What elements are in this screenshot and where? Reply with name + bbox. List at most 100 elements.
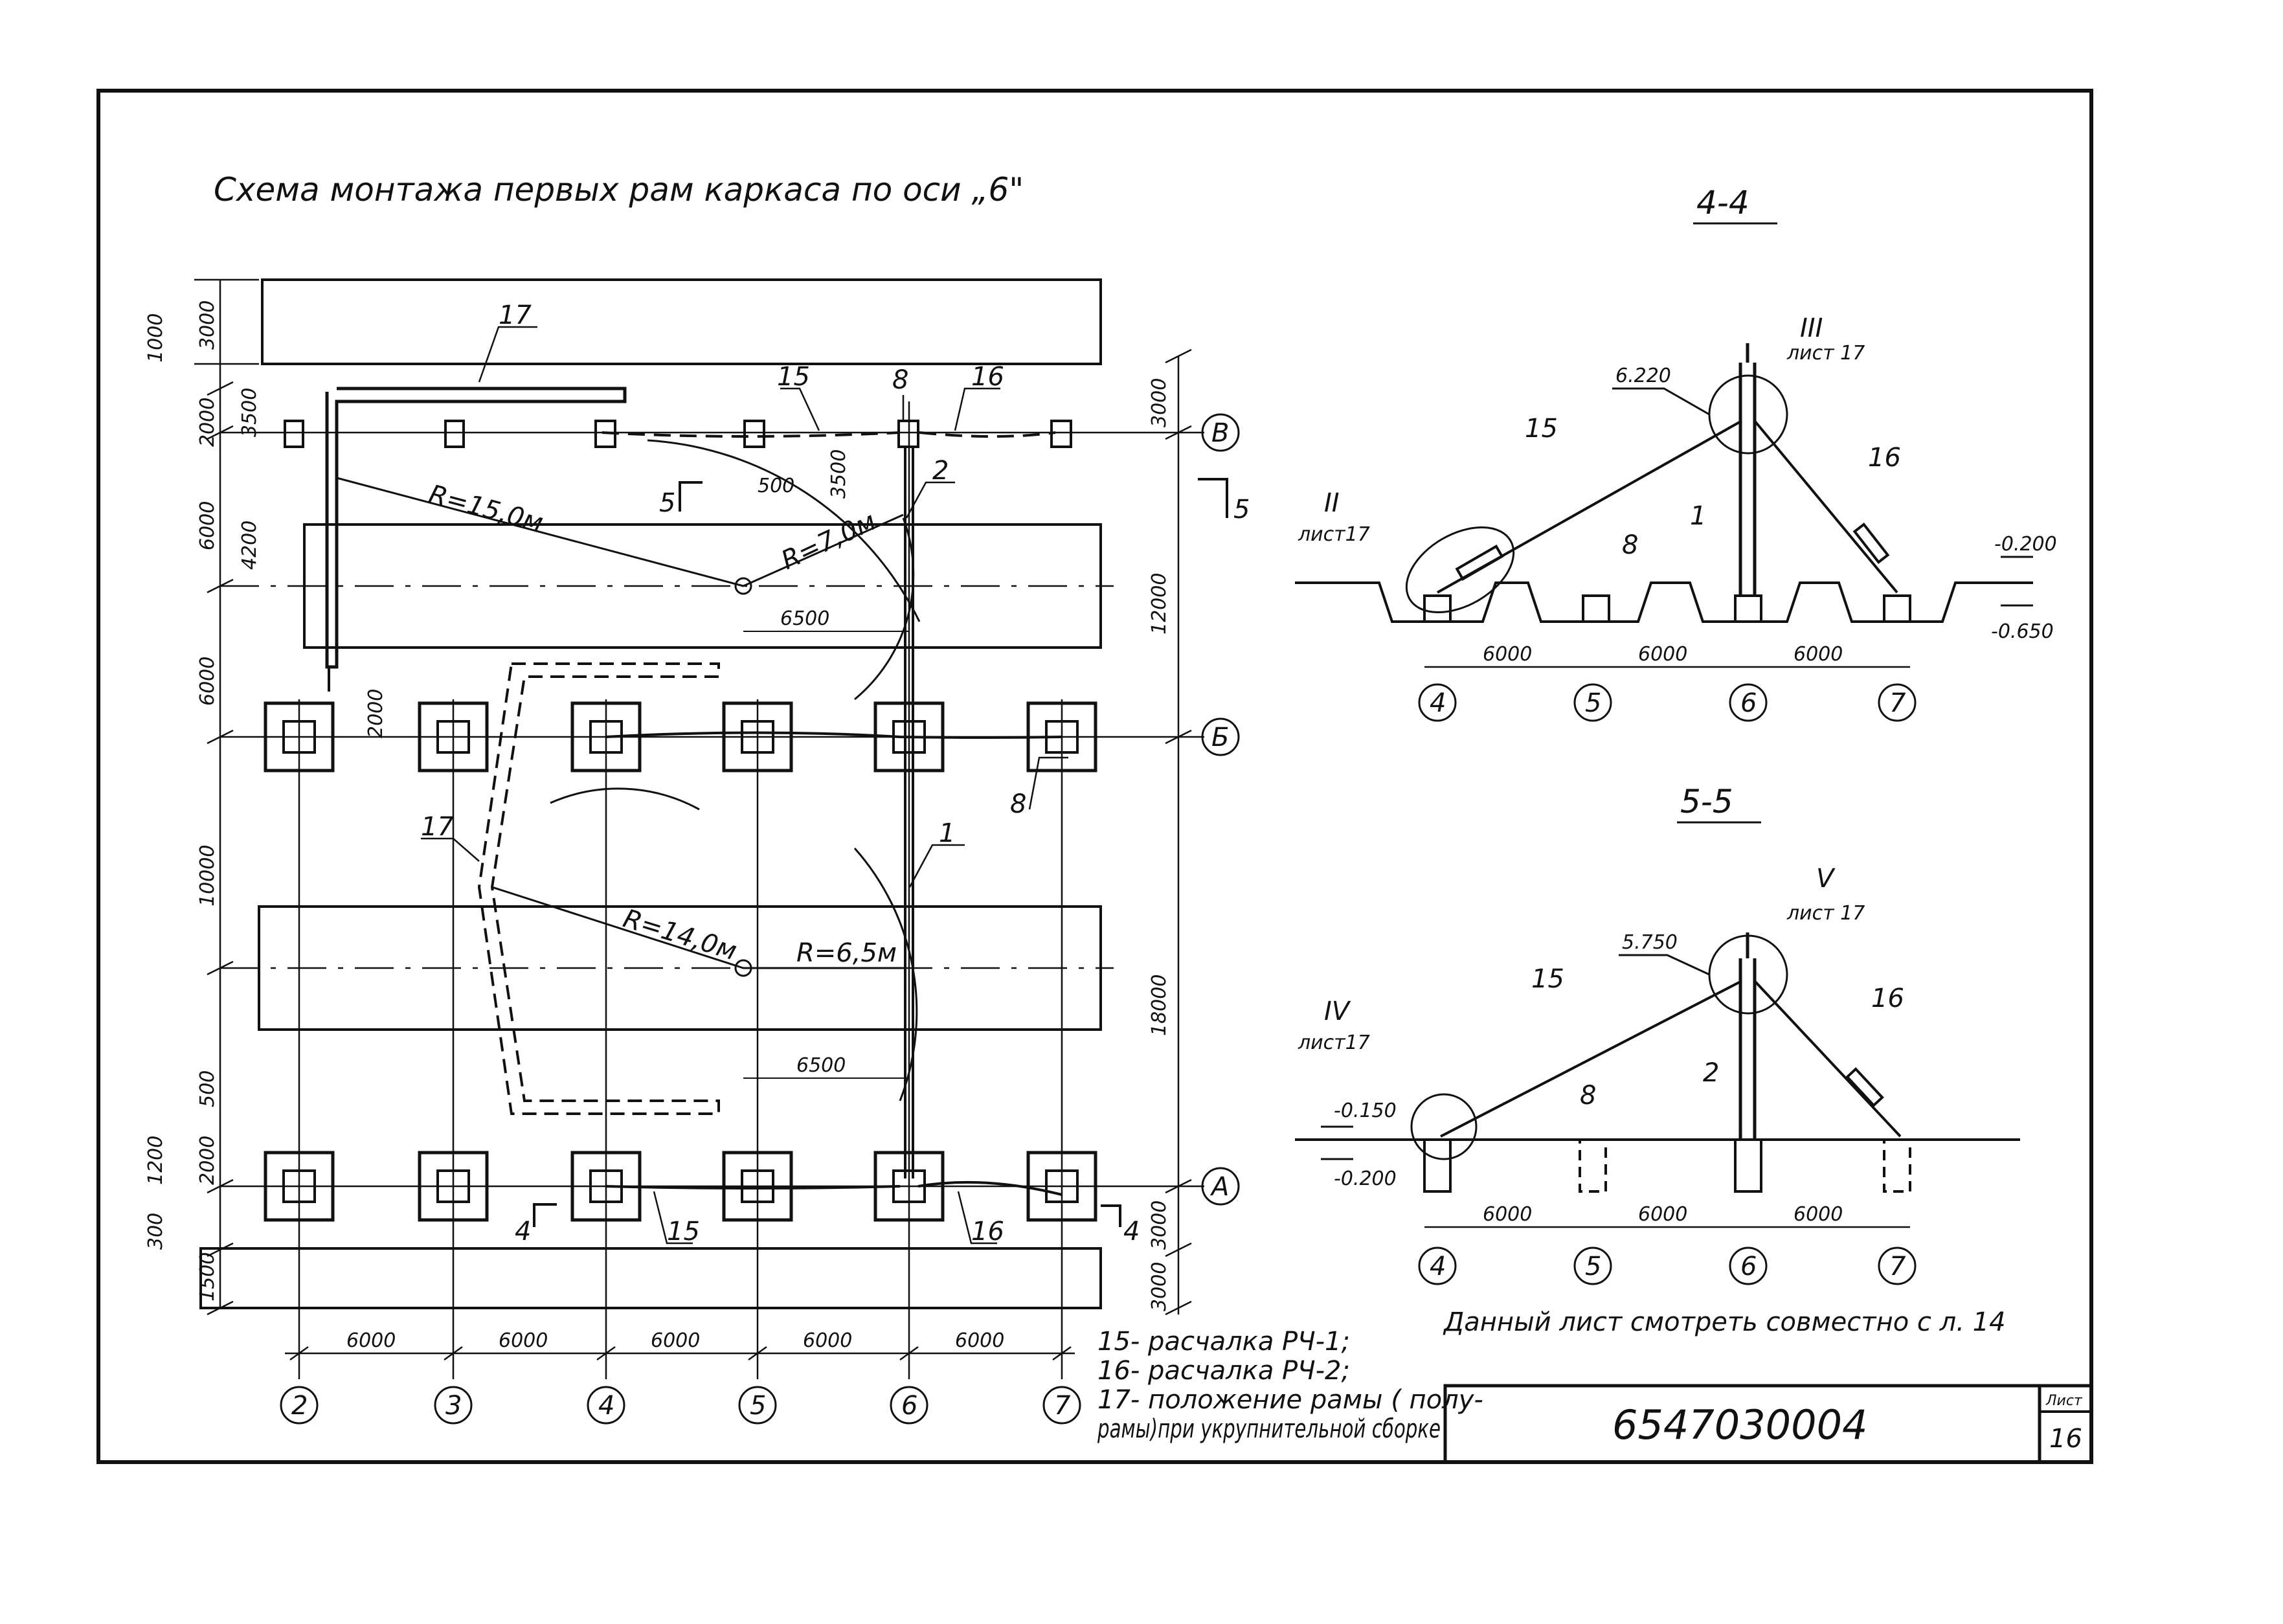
- sec4-axis-5: 5: [1585, 688, 1601, 718]
- sec4-axis-6: 6: [1740, 688, 1757, 718]
- node-top-ref-5: лист 17: [1786, 902, 1865, 925]
- arc-r7: [854, 517, 915, 701]
- leader-2: 2: [932, 456, 949, 486]
- leader-8-mid: 8: [1010, 789, 1026, 819]
- brace-right-4: 16: [1868, 443, 1901, 473]
- leader-16-top: 16: [971, 362, 1004, 392]
- footing-socket: [436, 720, 470, 754]
- section-5-title: 5-5: [1680, 783, 1733, 820]
- axis-bubble-6: 6: [901, 1391, 917, 1421]
- footing-socket: [282, 720, 316, 754]
- footing-large: [570, 701, 642, 773]
- section-mark-5: 5: [659, 488, 675, 518]
- frame-17-top: [325, 387, 627, 692]
- leader-15-bot: 15: [667, 1217, 700, 1246]
- footing-large: [722, 1151, 793, 1222]
- dim-6500-top: 6500: [780, 607, 829, 630]
- elev-right-1-4: -0.200: [1994, 533, 2057, 556]
- arc-r65: [853, 848, 918, 1101]
- footing-4: 8: [1622, 530, 1638, 560]
- arc-r14: [550, 787, 700, 811]
- sec5-axis-4: 4: [1430, 1252, 1446, 1281]
- elev-right-2-4: -0.650: [1991, 620, 2054, 643]
- page-title: Схема монтажа первых рам каркаса по оси …: [214, 171, 1024, 209]
- radius-label-7: R=7,0м: [777, 506, 881, 576]
- brace-left-4: 15: [1525, 414, 1558, 444]
- footing-small: [444, 420, 465, 448]
- section-4-4: 4-4 6.220 -0.200 -0.650 II: [1295, 184, 2057, 722]
- legend-line-4: рамы)при укрупнительной сборке: [1097, 1414, 1441, 1444]
- sheet-number: 16: [2049, 1424, 2082, 1454]
- brace-15-bot: [605, 1185, 901, 1190]
- node-left-ref-5: лист17: [1298, 1032, 1370, 1054]
- dim-left-1200: 1200: [144, 1136, 167, 1185]
- sec5-axis-6: 6: [1740, 1252, 1757, 1281]
- brace-right-5: 16: [1871, 984, 1904, 1013]
- span-4-5: 6000: [651, 1329, 700, 1352]
- sec5-axis-5: 5: [1585, 1252, 1601, 1281]
- dim-left-6000: 6000: [196, 501, 219, 550]
- legend-line-3: 17- положение рамы ( полу-: [1097, 1385, 1483, 1415]
- sec5-axis-7: 7: [1889, 1252, 1906, 1281]
- node-top-4: III: [1800, 313, 1823, 343]
- span-6-7: 6000: [955, 1329, 1004, 1352]
- sec5-span-1: 6000: [1483, 1203, 1532, 1226]
- footing-large: [418, 1151, 489, 1222]
- brace-16-bot: [917, 1180, 1063, 1196]
- radius-15-line: [336, 477, 744, 587]
- node-left-5: IV: [1324, 997, 1351, 1026]
- dim-3500: 3500: [827, 449, 850, 499]
- section-mark-4: 4: [515, 1217, 531, 1246]
- dim-left-3000: 3000: [196, 300, 219, 350]
- dim-500: 500: [758, 475, 794, 497]
- dim-2000-frame: 2000: [365, 689, 387, 738]
- dim-left-3500: 3500: [238, 388, 261, 437]
- legend-line-1: 15- расчалка РЧ-1;: [1097, 1327, 1350, 1357]
- dim-right-18000: 18000: [1148, 975, 1171, 1036]
- section-4-title: 4-4: [1696, 184, 1749, 221]
- node-left-4: II: [1324, 488, 1340, 518]
- dim-right-12000: 12000: [1148, 573, 1171, 635]
- sheet-frame: [96, 89, 2093, 1464]
- sec5-span-2: 6000: [1638, 1203, 1687, 1226]
- footing-socket: [741, 720, 774, 754]
- brace-upper: [605, 731, 1063, 739]
- brace-left-5: 15: [1531, 964, 1564, 994]
- dim-right-3000-b: 3000: [1148, 1201, 1171, 1250]
- column-5: 2: [1703, 1058, 1719, 1088]
- plan-view: R=15,0м R=7,0м R=14,0м R=6,5м 500 3500 6…: [144, 278, 1250, 1425]
- sec4-axis-4: 4: [1430, 688, 1446, 718]
- footing-small: [284, 420, 304, 448]
- note: Данный лист смотреть совместно с л. 14: [1443, 1307, 2006, 1337]
- sec4-span-3: 6000: [1794, 643, 1843, 666]
- arc-r15: [647, 439, 921, 622]
- dim-right-3000: 3000: [1148, 378, 1171, 427]
- leader-8-top: 8: [892, 365, 908, 395]
- sec4-span-1: 6000: [1483, 643, 1532, 666]
- leader-17-top: 17: [499, 300, 532, 330]
- radius-label-65: R=6,5м: [796, 938, 897, 968]
- axis-bubble-5: 5: [750, 1391, 766, 1421]
- section-5-5: 5-5 5.750 -0.150 -0.200 V лист 17 IV лис…: [1295, 783, 2020, 1285]
- node-top-5: V: [1816, 864, 1836, 894]
- section-mark-5-right: 5: [1233, 495, 1250, 524]
- axis-bubble-a: А: [1209, 1172, 1229, 1202]
- leader-17-mid: 17: [421, 812, 454, 842]
- footing-large: [264, 701, 335, 773]
- crane-position-2: [734, 959, 752, 977]
- elev-left-2-5: -0.200: [1334, 1167, 1397, 1190]
- footing-socket: [1045, 1169, 1079, 1203]
- dim-6500-bot: 6500: [796, 1054, 846, 1077]
- sec4-span-2: 6000: [1638, 643, 1687, 666]
- span-3-4: 6000: [499, 1329, 548, 1352]
- dim-left-1000: 1000: [144, 313, 167, 363]
- dim-left-2000: 2000: [196, 398, 219, 447]
- title-block: 6547030004 Лист 16: [1443, 1384, 2093, 1464]
- node-top-ref-4: лист 17: [1786, 342, 1865, 365]
- leader-15-top: 15: [777, 362, 810, 392]
- dim-left-10000: 10000: [196, 845, 219, 907]
- dim-right-3000-c: 3000: [1148, 1262, 1171, 1311]
- concrete-strip-bottom: [199, 1247, 1102, 1309]
